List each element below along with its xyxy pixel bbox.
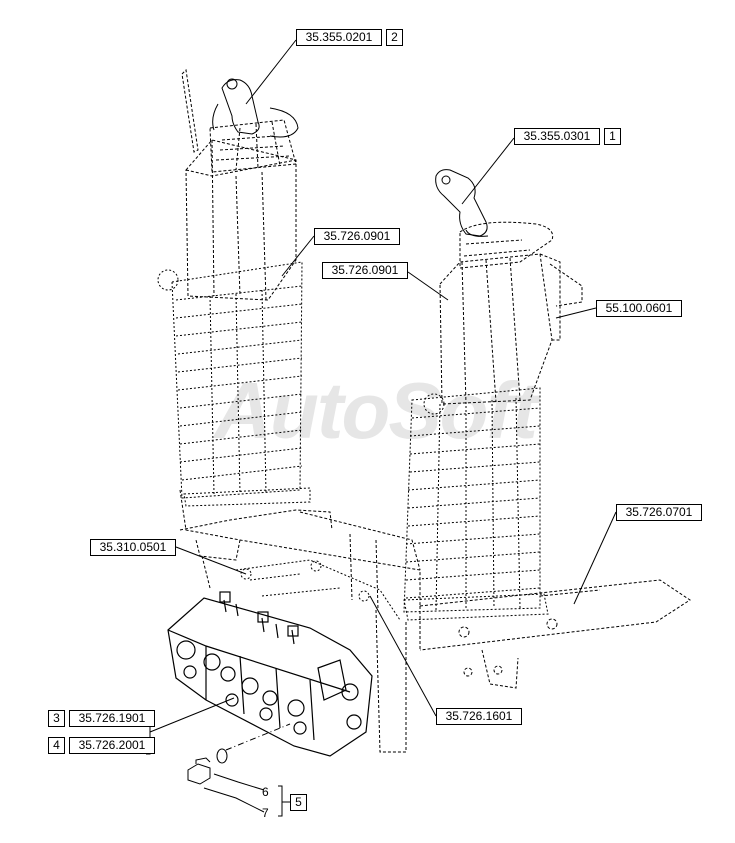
callout-index-1[interactable]: 1 (604, 128, 621, 145)
leader-lines (146, 39, 617, 817)
callout-index-4[interactable]: 4 (48, 737, 65, 754)
right-joystick-handle (435, 169, 489, 237)
callout-35-726-1901[interactable]: 35.726.1901 (69, 710, 155, 727)
callout-35-726-1601[interactable]: 35.726.1601 (436, 708, 522, 725)
control-valve-block (167, 591, 373, 757)
plug-and-seal (187, 723, 291, 785)
long-bracket-plate (419, 579, 691, 689)
callout-index-3[interactable]: 3 (48, 710, 65, 727)
left-joystick-housing (185, 139, 297, 301)
autosoft-watermark: AutoSoft (214, 366, 538, 455)
callout-35-726-0901-left[interactable]: 35.726.0901 (314, 228, 400, 245)
right-joystick-boot-top (459, 221, 554, 269)
callout-35-355-0301[interactable]: 35.355.0301 (514, 128, 600, 145)
right-joystick-bellows (403, 387, 549, 621)
left-joystick-bellows (157, 261, 311, 507)
valve-fittings (235, 559, 401, 621)
left-joystick-lever (181, 68, 199, 153)
item-number-6[interactable]: 6 (262, 785, 269, 799)
callout-35-310-0501[interactable]: 35.310.0501 (90, 539, 176, 556)
left-joystick-boot-top (209, 119, 297, 173)
right-joystick-housing (439, 253, 583, 405)
callout-55-100-0601[interactable]: 55.100.0601 (596, 300, 682, 317)
item-number-7[interactable]: 7 (262, 806, 269, 820)
support-frame (179, 489, 421, 611)
callout-35-355-0201[interactable]: 35.355.0201 (296, 29, 382, 46)
left-joystick-handle (212, 78, 299, 138)
callout-index-5[interactable]: 5 (290, 794, 307, 811)
callout-35-726-0701[interactable]: 35.726.0701 (616, 504, 702, 521)
callout-index-2[interactable]: 2 (386, 29, 403, 46)
callout-35-726-0901-right[interactable]: 35.726.0901 (322, 262, 408, 279)
callout-35-726-2001[interactable]: 35.726.2001 (69, 737, 155, 754)
mounting-column (375, 609, 407, 753)
